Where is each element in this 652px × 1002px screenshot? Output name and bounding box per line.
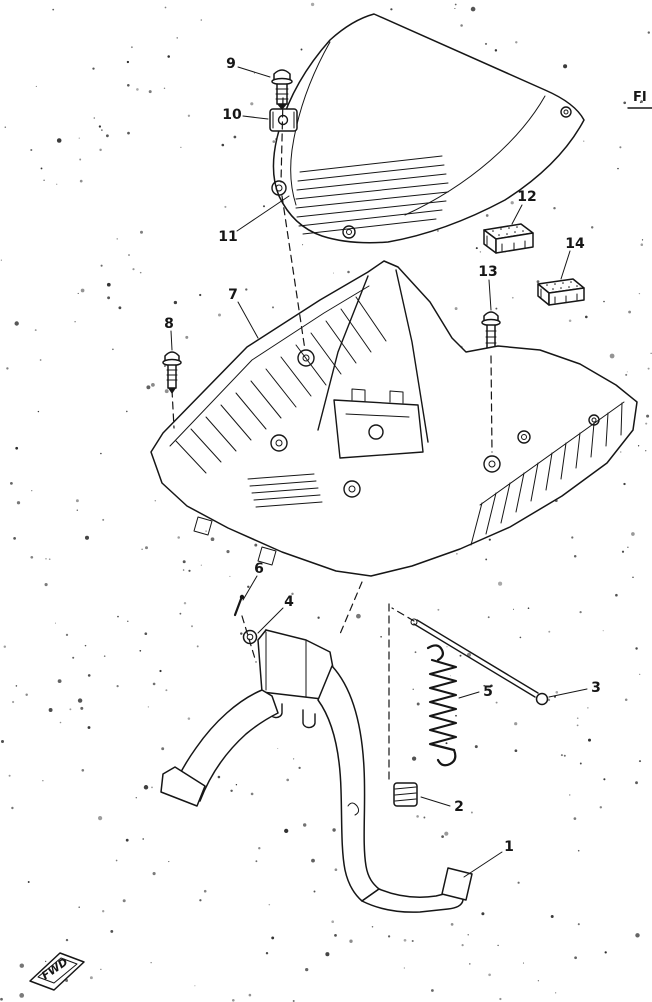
assembly-dashed-lines [171,97,493,783]
callout-label-9: 9 [226,56,236,72]
board-slots [247,473,323,508]
callout-label-12: 12 [517,189,536,205]
callout-leader-1 [463,851,503,878]
part-spring [426,644,458,767]
damper-stipple [546,281,578,290]
stand-right-foot-pad [441,867,473,901]
part-footrest-board [150,260,638,577]
callout-leader-10 [242,115,269,120]
part-floor-mat [271,13,585,244]
callout-leader-6 [242,575,258,601]
part-damper-block-12 [483,223,534,254]
callout-leader-4 [257,607,284,634]
callout-leader-2 [420,796,451,807]
part-rod [410,618,549,706]
page-ref-text: FI [633,90,647,105]
callout-leader-3 [548,688,588,698]
callout-label-7: 7 [228,287,238,303]
callout-leader-9 [237,66,271,78]
part-center-stand [160,629,473,913]
callout-leader-14 [560,250,571,280]
callout-leader-5 [458,691,480,699]
callout-label-8: 8 [164,316,174,332]
floor-mat-slots [295,155,449,235]
callout-label-4: 4 [284,594,294,610]
fwd-arrow-icon [29,952,85,991]
callout-leader-11 [236,195,290,232]
callout-label-5: 5 [483,684,493,700]
fwd-arrow-inner-outline [37,957,78,984]
callout-leader-8 [170,330,173,351]
callout-label-14: 14 [565,236,585,252]
spring-coils [428,658,458,752]
page-ref: FI [627,90,652,109]
footrest-board-outline [150,260,638,577]
callout-leader-7 [237,301,259,339]
callout-label-11: 11 [218,229,237,245]
stand-left-foot [160,766,206,807]
callout-label-6: 6 [254,561,264,577]
part-clip-nut-10 [269,108,298,132]
callout-label-1: 1 [504,839,514,855]
spring-anchor-hook [347,802,360,816]
callout-leader-12 [511,204,523,225]
fwd-direction-marker: FWD [29,952,85,991]
stand-left-leg [173,689,279,802]
callout-labels: 9 10 11 12 14 13 7 8 6 4 5 3 2 1 [164,56,601,878]
part-screw-8 [162,351,182,394]
board-rib-hatching-right [470,402,623,546]
damper-stipple [492,226,524,236]
part-screw-9 [271,69,293,110]
callout-label-10: 10 [222,107,242,123]
callout-label-13: 13 [478,264,497,280]
part-bushing [393,782,418,807]
part-pin [233,594,245,617]
callout-leader-13 [488,279,492,311]
stand-right-leg [317,665,380,902]
callout-label-3: 3 [591,680,601,696]
board-holes [270,349,600,498]
floor-mat-outline [272,13,585,244]
callout-label-2: 2 [454,799,464,815]
part-damper-block-14 [537,278,585,306]
